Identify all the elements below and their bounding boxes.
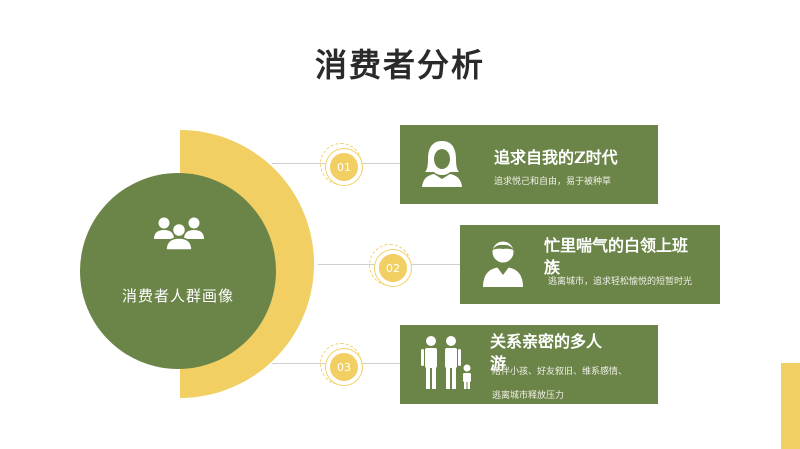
card-3-desc-line2: 逃离城市释放压力	[492, 391, 565, 401]
card-1-desc: 追求悦己和自由，易于被种草	[494, 177, 612, 187]
card-3-title-line2: 游	[490, 354, 507, 373]
accent-bar	[781, 363, 800, 449]
card-3-desc-line1: 陪伴小孩、好友叙旧、维系感情、	[492, 367, 628, 377]
card-2-title-line1: 忙里喘气的白领上班	[544, 236, 689, 255]
card-1: 追求自我的Z时代 追求悦己和自由，易于被种草	[400, 125, 658, 204]
card-2-desc: 逃离城市，追求轻松愉悦的短暂时光	[548, 277, 693, 287]
number-badge-3: 03	[326, 349, 362, 385]
woman-icon	[422, 141, 462, 187]
number-badge-1: 01	[326, 149, 362, 185]
group-people-icon	[154, 217, 204, 251]
man-icon	[483, 241, 523, 287]
number-badge-2: 02	[375, 250, 411, 286]
family-icon	[421, 336, 471, 389]
card-1-title: 追求自我的Z时代	[494, 148, 618, 167]
center-label: 消费者人群画像	[121, 287, 234, 305]
card-3-title-line1: 关系亲密的多人	[490, 332, 603, 351]
card-2-title-line2: 族	[544, 258, 561, 277]
card-2: 忙里喘气的白领上班 族 逃离城市，追求轻松愉悦的短暂时光	[460, 225, 720, 304]
center-circle: 消费者人群画像	[80, 173, 276, 369]
card-3: 关系亲密的多人 游 陪伴小孩、好友叙旧、维系感情、 逃离城市释放压力	[400, 325, 658, 404]
page-title: 消费者分析	[314, 46, 485, 84]
